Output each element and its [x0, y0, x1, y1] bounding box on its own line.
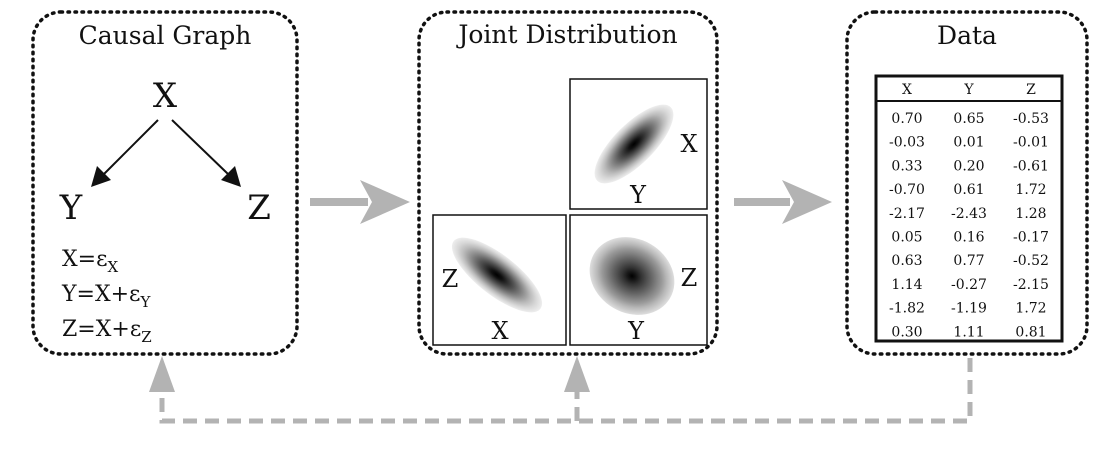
plot-y-x-bottom-label: Y — [629, 181, 647, 209]
contour-y-x — [594, 104, 674, 184]
node-x: X — [153, 76, 178, 116]
table-header-cell: Z — [1026, 82, 1036, 98]
svg-text:Z=X+εZ: Z=X+εZ — [62, 317, 152, 346]
causal-graph-title: Causal Graph — [79, 21, 252, 50]
edge-x-to-y — [91, 119, 159, 187]
table-cell: -2.17 — [889, 206, 925, 222]
density-plot-y-x: Y X — [569, 78, 708, 210]
density-plot-x-z: X Z — [432, 214, 567, 346]
node-y: Y — [59, 188, 83, 228]
table-cell: 0.33 — [891, 158, 922, 174]
plot-y-z-side-label: Z — [681, 264, 698, 292]
flow-arrow-graph-to-distribution — [310, 180, 410, 224]
flow-arrow-distribution-to-data — [734, 180, 832, 224]
table-cell: 0.05 — [891, 230, 922, 246]
svg-text:Y=X+εY: Y=X+εY — [61, 282, 151, 311]
plot-x-z-bottom-label: X — [491, 317, 508, 345]
table-cell: -2.43 — [951, 206, 987, 222]
table-cell: -0.61 — [1013, 158, 1049, 174]
table-cell: 0.20 — [953, 158, 984, 174]
table-cell: 0.70 — [891, 111, 922, 127]
table-cell: 1.28 — [1015, 206, 1046, 222]
table-cell: -2.15 — [1013, 277, 1049, 293]
table-cell: -0.17 — [1013, 230, 1049, 246]
feedback-arrowhead-distribution — [564, 356, 590, 392]
table-cell: -0.27 — [951, 277, 987, 293]
table-cell: 0.77 — [953, 253, 984, 269]
table-cell: 0.01 — [953, 135, 984, 151]
data-table: X Y Z 0.70 0.65 -0.53 -0.03 0.01 -0.01 0.33 0.20 -… — [874, 74, 1064, 343]
feedback-loop — [159, 358, 973, 424]
table-header-cell: X — [902, 82, 912, 98]
equation-z: Z=X+εZ — [62, 317, 152, 346]
svg-text:X=εX: X=εX — [62, 247, 119, 276]
table-cell: -0.52 — [1013, 253, 1049, 269]
table-cell: 1.72 — [1015, 182, 1046, 198]
table-cell: -0.03 — [889, 135, 925, 151]
contour-y-z — [589, 237, 675, 315]
feedback-arrowhead-causal — [149, 356, 175, 392]
table-cell: 0.16 — [953, 230, 984, 246]
table-cell: 0.63 — [891, 253, 922, 269]
edge-x-to-z — [171, 119, 241, 187]
table-cell: 0.30 — [891, 324, 922, 340]
contour-x-z — [451, 237, 543, 313]
table-cell: -0.01 — [1013, 135, 1049, 151]
causal-graph-panel — [31, 10, 299, 356]
feedback-line-from-data — [159, 358, 973, 424]
data-panel-title: Data — [937, 21, 997, 50]
table-cell: -0.53 — [1013, 111, 1049, 127]
equation-x: X=εX — [62, 247, 119, 276]
data-panel — [845, 10, 1089, 356]
density-plot-y-z: Y Z — [569, 214, 708, 346]
plot-y-z-bottom-label: Y — [627, 317, 645, 345]
plot-y-x-side-label: X — [680, 130, 697, 158]
table-cell: -1.82 — [889, 301, 925, 317]
joint-distribution-title: Joint Distribution — [455, 20, 677, 49]
equation-y: Y=X+εY — [61, 282, 151, 311]
table-body: 0.70 0.65 -0.53 -0.03 0.01 -0.01 0.33 0.20 -0.61… — [889, 111, 1049, 340]
node-z: Z — [247, 188, 271, 228]
table-cell: 1.72 — [1015, 301, 1046, 317]
table-cell: 0.65 — [953, 111, 984, 127]
table-cell: -0.70 — [889, 182, 925, 198]
table-header-cell: Y — [963, 82, 974, 98]
plot-x-z-side-label: Z — [442, 265, 459, 293]
table-cell: 1.11 — [953, 324, 984, 340]
joint-distribution-panel — [417, 10, 719, 356]
table-cell: -1.19 — [951, 301, 987, 317]
table-cell: 1.14 — [891, 277, 922, 293]
table-cell: 0.81 — [1015, 324, 1046, 340]
table-header: X Y Z — [902, 82, 1036, 98]
table-cell: 0.61 — [953, 182, 984, 198]
